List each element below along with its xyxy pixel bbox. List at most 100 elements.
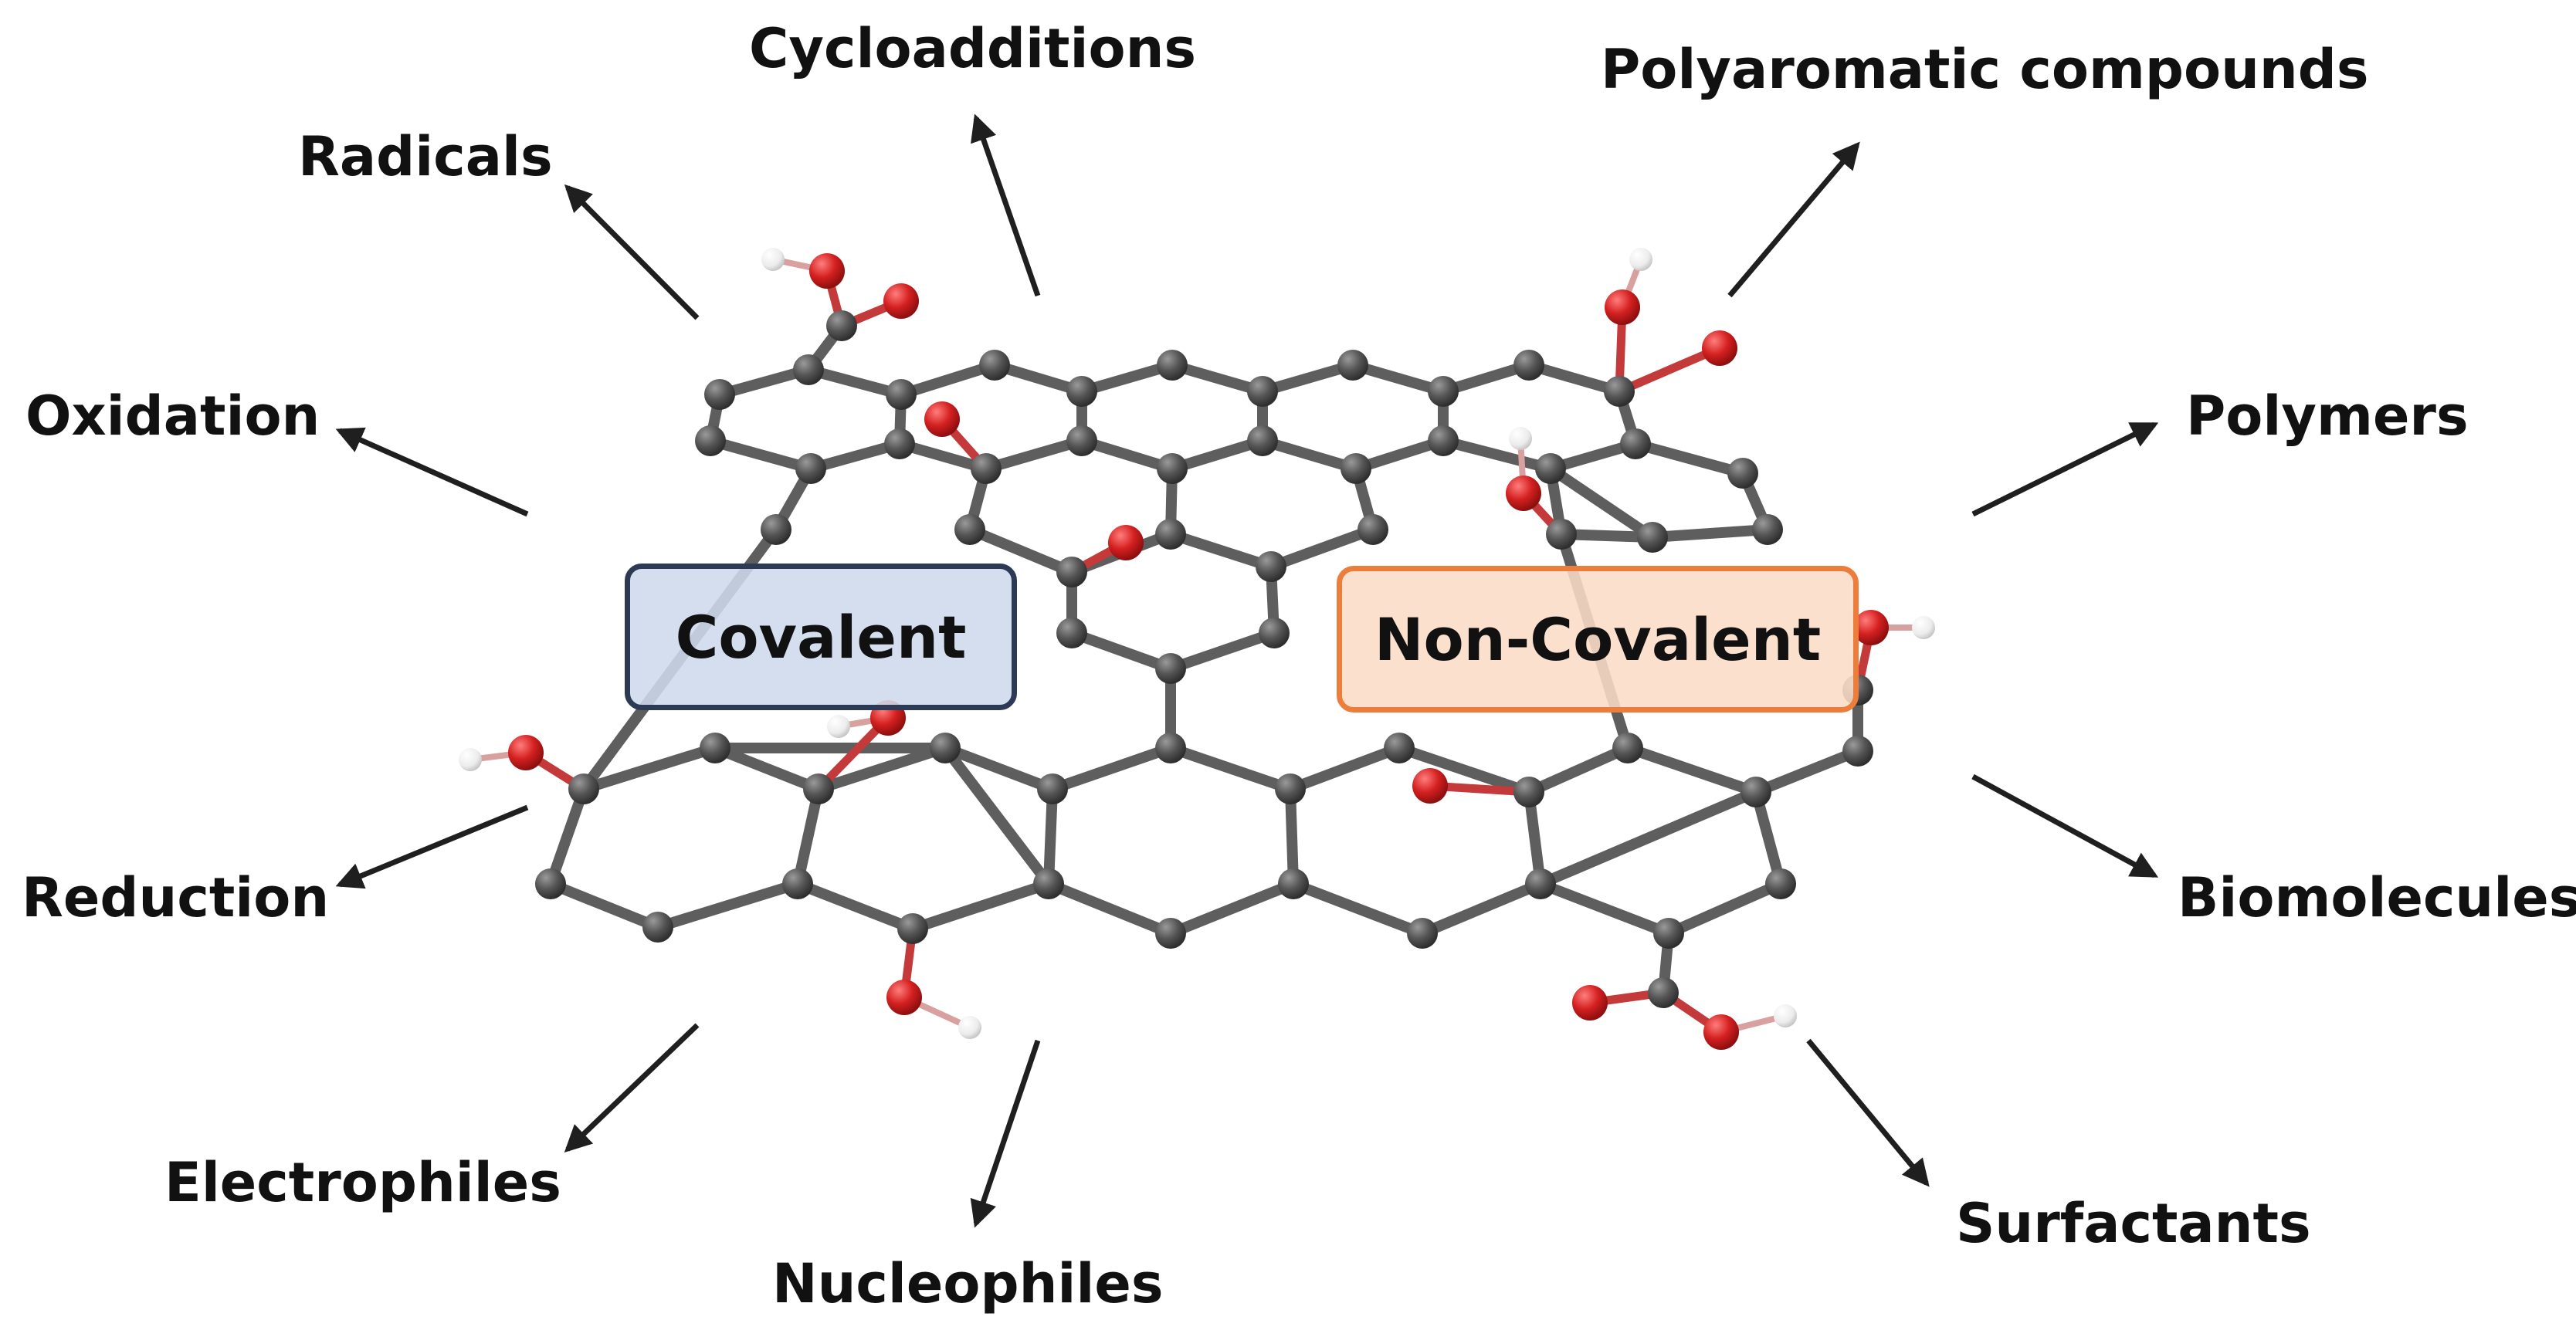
carbon-bond [1257, 435, 1361, 474]
hydrogen-atom [1629, 248, 1652, 271]
carbon-bond [545, 784, 589, 889]
carbon-atom [793, 354, 824, 385]
arrow-biomolecules [1971, 773, 2159, 878]
oxygen-atom [883, 283, 919, 319]
carbon-bond [896, 360, 1000, 400]
oxygen-atom [1412, 768, 1448, 804]
carbon-atom [1033, 868, 1064, 899]
arrow-nucleophiles [970, 1039, 1041, 1228]
carbon-atom [954, 514, 985, 545]
carbon-bond [1165, 529, 1276, 572]
label-polymers: Polymers [2186, 384, 2469, 448]
carbon-atom [642, 912, 673, 943]
carbon-atom [803, 773, 834, 804]
carbon-bond [578, 743, 720, 794]
carbon-atom [568, 773, 599, 804]
carbon-atom [535, 868, 566, 899]
carbon-bond [545, 878, 663, 933]
label-radicals: Radicals [298, 125, 553, 188]
carbon-bond [1438, 435, 1556, 474]
arrow-oxidation [335, 427, 529, 517]
carbon-bond [1165, 878, 1299, 939]
carbon-bond [1630, 438, 1748, 479]
carbon-atom [761, 514, 791, 545]
label-reduction: Reduction [22, 866, 330, 929]
carbon-atom [1727, 458, 1758, 489]
carbon-atom [1428, 376, 1459, 407]
carbon-bond [1663, 878, 1786, 939]
carbon-atom [1513, 350, 1544, 381]
carbon-bond [1285, 743, 1405, 794]
carbon-atom [884, 428, 915, 459]
carbon-atom [1037, 773, 1068, 804]
carbon-bond [1751, 746, 1863, 797]
oxygen-atom [1605, 289, 1640, 325]
carbon-bond [792, 784, 824, 889]
carbon-atom [1066, 376, 1097, 407]
carbon-bond [1347, 360, 1449, 397]
carbon-bond [1417, 878, 1546, 939]
carbon-bond [981, 435, 1087, 474]
covalent-box: Covalent [625, 564, 1017, 710]
arrow-electrophiles [564, 1023, 700, 1153]
hydrogen-atom [761, 248, 785, 271]
carbon-atom [1275, 773, 1306, 804]
noncovalent-box: Non-Covalent [1337, 566, 1859, 713]
covalent-label: Covalent [675, 602, 967, 672]
hydrogen-atom [1912, 616, 1935, 639]
carbon-atom [979, 350, 1010, 381]
label-surfactants: Surfactants [1956, 1192, 2311, 1255]
carbon-bond [1535, 787, 1761, 889]
carbon-atom [1535, 453, 1566, 484]
carbon-atom [695, 425, 726, 456]
carbon-atoms [535, 310, 1873, 1008]
carbon-atom [1648, 977, 1679, 1008]
carbon-atom [1155, 519, 1186, 550]
carbon-bond [1165, 743, 1296, 794]
carbon-atom [1337, 350, 1368, 381]
hydrogen-atom [459, 748, 482, 771]
arrow-cycloadditions [971, 113, 1041, 297]
arrow-polymers [1971, 421, 2159, 517]
carbon-atom [1157, 350, 1188, 381]
oxygen-atom [1572, 985, 1608, 1021]
carbon-atom [1428, 425, 1459, 456]
oxygen-atom [1853, 610, 1889, 645]
carbon-atom [971, 453, 1002, 484]
hydrogen-atom [958, 1016, 981, 1039]
carbon-bond [964, 524, 1077, 577]
carbon-bond [1043, 784, 1058, 889]
carbon-atom [826, 310, 857, 341]
carbon-atom [1259, 618, 1290, 648]
carbon-atom [1525, 868, 1556, 899]
oxygen-atom [1703, 1014, 1739, 1050]
carbon-atom [1278, 868, 1309, 899]
reaction-arrows [335, 113, 2159, 1228]
carbon-atom [1056, 557, 1087, 587]
carbon-atom [886, 379, 917, 410]
carbon-atom [1546, 519, 1577, 550]
carbon-bond [1167, 435, 1268, 474]
carbon-atom [1407, 918, 1438, 949]
carbon-atom [1612, 733, 1643, 763]
carbon-bond [940, 743, 1058, 794]
carbon-atom [1384, 733, 1415, 763]
label-electrophiles: Electrophiles [164, 1151, 561, 1214]
noncovalent-label: Non-Covalent [1374, 604, 1822, 674]
carbon-bond [1622, 743, 1761, 797]
carbon-atom [1620, 428, 1651, 459]
carbon-atom [1357, 514, 1388, 545]
carbon-bond [1524, 743, 1633, 797]
carbon-bond [1076, 435, 1178, 474]
oxygen-atom [924, 401, 960, 437]
carbon-bond [1167, 360, 1268, 397]
carbon-atom [1604, 376, 1635, 407]
carbon-atom [930, 733, 961, 763]
carbon-bond [1751, 787, 1786, 889]
carbon-bond [907, 878, 1054, 934]
carbon-bond [792, 878, 918, 934]
graphene-oxide-molecule [459, 248, 1935, 1050]
label-nucleophiles: Nucleophiles [772, 1252, 1164, 1315]
carbon-atom [1247, 376, 1278, 407]
